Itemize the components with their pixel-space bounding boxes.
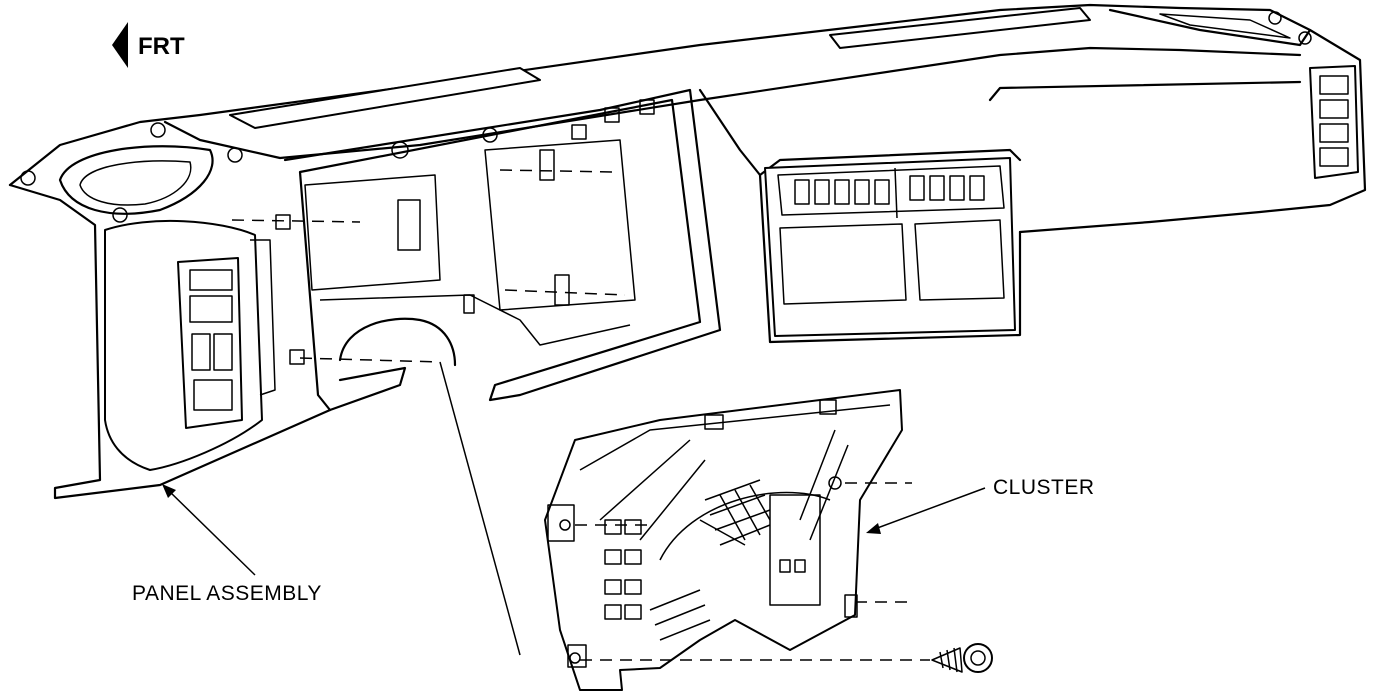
cluster-face-dividers xyxy=(599,429,849,541)
left-speaker-grille xyxy=(58,145,214,215)
cluster-opening-frame xyxy=(283,88,722,412)
dash-top-rail xyxy=(8,3,1367,234)
dash-right-end xyxy=(1108,8,1312,47)
steering-column-cutout xyxy=(338,317,457,367)
dash-right-step xyxy=(988,80,1302,102)
cluster-opening-inner xyxy=(304,174,441,291)
screw-shank xyxy=(931,647,963,673)
mounting-clips xyxy=(275,99,655,365)
left-fasteners xyxy=(20,11,1312,223)
panel-assembly-leader xyxy=(167,489,256,576)
frt-label: FRT xyxy=(138,33,185,60)
cluster-label: CLUSTER xyxy=(993,476,1095,499)
dash-left-end xyxy=(8,183,407,500)
cluster-opening-inner-right xyxy=(484,139,636,311)
panel-assembly-label: PANEL ASSEMBLY xyxy=(132,582,322,605)
dashboard-panel xyxy=(8,3,1367,500)
cluster-arrowhead xyxy=(866,523,881,534)
cluster-leader xyxy=(871,487,986,531)
cluster-callout: CLUSTER xyxy=(866,476,1095,534)
dash-front-line xyxy=(163,46,1302,160)
gauge-window-right xyxy=(769,494,821,606)
left-arrow-icon xyxy=(112,22,128,68)
left-speaker-inner xyxy=(79,160,192,206)
cluster-face-top xyxy=(579,404,891,471)
front-orientation-marker: FRT xyxy=(112,22,185,68)
instrument-cluster xyxy=(544,389,903,691)
alignment-lines xyxy=(231,169,930,661)
left-lower-shelf xyxy=(250,239,276,396)
radio-buttons xyxy=(794,175,985,205)
screw-threads xyxy=(939,647,958,673)
screw-head xyxy=(963,643,993,673)
mounting-screw xyxy=(931,643,993,673)
panel-assembly-callout: PANEL ASSEMBLY xyxy=(132,484,322,605)
cluster-mount-tabs xyxy=(547,399,858,668)
defroster-vent-right xyxy=(829,7,1091,49)
defroster-vent-left xyxy=(229,67,541,129)
dash-mid-lower xyxy=(698,88,762,177)
screw-head-inner xyxy=(970,650,986,666)
warning-lamp-grid xyxy=(604,519,806,620)
panel-assembly-arrowhead xyxy=(162,484,176,498)
right-switch-bezel xyxy=(1309,65,1359,179)
circuit-pattern xyxy=(649,479,771,641)
radio-hvac-bezel xyxy=(764,157,1016,337)
cluster-opening-bottom xyxy=(319,294,631,346)
left-switch-buttons xyxy=(189,269,233,411)
dash-right-upper xyxy=(1159,13,1291,39)
cluster-housing xyxy=(544,389,903,691)
right-switch-buttons xyxy=(1319,75,1349,167)
